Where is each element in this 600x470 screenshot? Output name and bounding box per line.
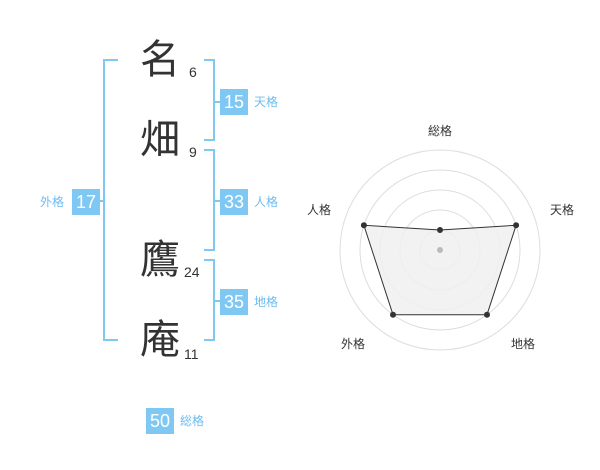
name-char-2: 畑 (140, 117, 180, 163)
radar-point-総格 (437, 227, 443, 233)
radar-point-地格 (484, 311, 490, 318)
radar-grid-ring (359, 169, 521, 331)
gaikaku-label: 外格 (40, 195, 65, 209)
gaikaku-value: 17 (72, 189, 100, 215)
chikaku-label: 地格 (254, 295, 279, 309)
radar-axis-label-tenkaku: 天格 (550, 203, 575, 217)
name-char-3: 鷹 (140, 237, 180, 283)
radar-point-外格 (390, 311, 396, 318)
stroke-count-4: 11 (184, 346, 199, 362)
tenkaku-value: 15 (220, 89, 248, 115)
radar-point-天格 (513, 222, 520, 229)
radar-data-polygon (363, 224, 517, 316)
radar-axis-label-soukaku: 総格 (428, 124, 453, 138)
radar-chart (339, 149, 541, 351)
name-char-1: 名 (140, 37, 180, 83)
radar-axis-label-jinkaku: 人格 (307, 203, 332, 217)
jinkaku-label: 人格 (254, 195, 279, 209)
soukaku-label: 総格 (180, 414, 205, 428)
tenkaku-label: 天格 (254, 95, 279, 109)
jinkaku-bracket (204, 149, 215, 251)
radar-point-人格 (360, 222, 367, 229)
name-char-4: 庵 (140, 317, 180, 363)
gaikaku-bracket (103, 59, 118, 341)
radar-grid-ring (339, 149, 541, 351)
stroke-count-1: 6 (189, 64, 197, 80)
jinkaku-value: 33 (220, 189, 248, 215)
radar-center-point (437, 247, 443, 253)
stroke-count-2: 9 (189, 144, 197, 160)
soukaku-value: 50 (146, 408, 174, 434)
tenkaku-bracket (204, 59, 215, 141)
radar-axis-label-chikaku: 地格 (511, 337, 536, 351)
chikaku-value: 35 (220, 289, 248, 315)
stroke-count-3: 24 (184, 264, 200, 280)
radar-axis-label-gaikaku: 外格 (341, 337, 366, 351)
chikaku-bracket (204, 259, 215, 341)
